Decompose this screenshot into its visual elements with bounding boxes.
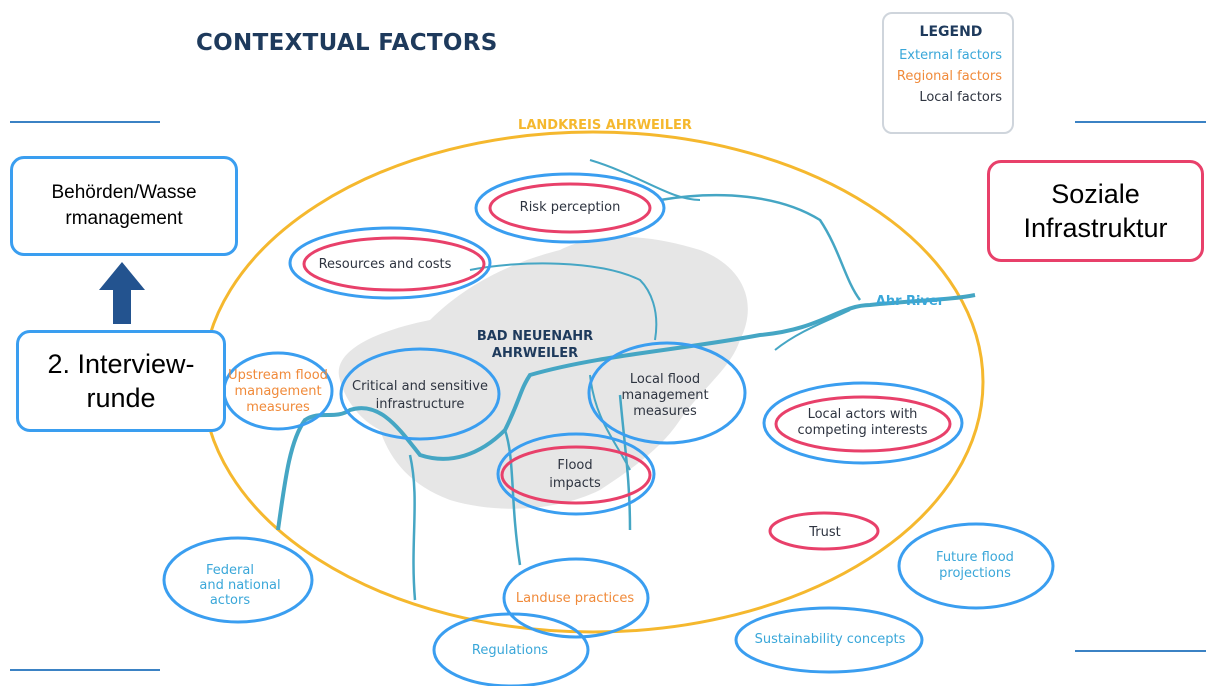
highlight-flood-impacts: [496, 432, 656, 516]
red-flood-impacts: [500, 445, 652, 505]
factor-flood-impacts-line1: Flood: [557, 458, 593, 473]
tributary-5: [469, 262, 658, 341]
factor-sustainability: Sustainability concepts: [754, 632, 906, 647]
district-label: LANDKREIS AHRWEILER: [518, 118, 692, 133]
factor-local-actors-line1: Local actors with: [807, 407, 918, 422]
legend-title: LEGEND: [919, 24, 983, 40]
annotation-behoerden: Behörden/Wasse rmanagement: [10, 156, 238, 256]
factor-future-line1: Future flood: [936, 550, 1014, 565]
factor-upstream-line3: measures: [246, 400, 310, 415]
diagram-title: CONTEXTUAL FACTORS: [196, 30, 498, 56]
red-resources-costs: [302, 236, 486, 292]
tributary-1: [503, 429, 522, 566]
factor-critical-line1: Critical and sensitive: [352, 379, 488, 394]
annotation-soziale: Soziale Infrastruktur: [987, 160, 1204, 262]
legend-local: Local factors: [919, 90, 1002, 105]
factor-flood-impacts-line2: impacts: [549, 476, 601, 491]
highlight-local-actors: [762, 381, 964, 465]
factor-trust: Trust: [809, 525, 841, 540]
annotation-interview-line1: 2. Interview-: [47, 349, 195, 379]
factor-local-flood-line3: measures: [633, 404, 697, 419]
tributary-8: [774, 309, 851, 351]
red-local-actors: [774, 395, 952, 453]
highlight-landuse: [502, 557, 650, 639]
legend-external: External factors: [899, 48, 1002, 63]
highlight-local-flood-measures: [587, 341, 747, 445]
annotation-soziale-line2: Infrastruktur: [1023, 213, 1168, 243]
river-label: Ahr River: [875, 294, 945, 309]
factor-local-actors-line2: competing interests: [797, 423, 928, 438]
annotation-behoerden-line1: Behörden/Wasse: [51, 182, 197, 203]
highlight-resources-costs: [288, 226, 492, 300]
arrow-shaft: [113, 288, 131, 324]
tributary-4: [589, 374, 631, 471]
legend: LEGEND External factors Regional factors…: [882, 12, 1014, 134]
factor-critical-line2: infrastructure: [375, 397, 465, 412]
factor-local-flood-line1: Local flood: [629, 372, 701, 387]
factor-federal-line3: actors: [209, 593, 251, 608]
factor-federal-line1: Federal: [206, 563, 254, 578]
city-label-line1: BAD NEUENAHR: [476, 329, 594, 344]
highlight-future-projections: [897, 522, 1055, 610]
tributary-7: [589, 159, 701, 201]
factor-regulations: Regulations: [471, 643, 549, 658]
highlight-risk-perception: [474, 172, 666, 244]
highlight-critical-infrastructure: [339, 347, 501, 441]
tributary-6: [659, 193, 862, 301]
factor-landuse: Landuse practices: [515, 591, 635, 606]
legend-regional: Regional factors: [896, 69, 1002, 84]
arrow-head: [99, 262, 145, 290]
factor-federal-line2: and national: [199, 578, 281, 593]
tributary-2: [408, 454, 417, 601]
factor-future-line2: projections: [939, 566, 1011, 581]
red-trust: [768, 511, 880, 551]
factor-upstream-line2: management: [234, 384, 322, 399]
red-risk-perception: [488, 182, 652, 234]
highlight-regulations: [432, 612, 590, 686]
highlight-sustainability: [734, 606, 924, 674]
factor-risk-perception: Risk perception: [519, 200, 621, 215]
city-label-line2: AHRWEILER: [491, 346, 579, 361]
annotation-soziale-line1: Soziale: [1051, 179, 1140, 209]
highlight-federal-actors: [162, 536, 314, 624]
annotation-interview: 2. Interview- runde: [16, 330, 226, 432]
factor-resources-costs: Resources and costs: [318, 257, 452, 272]
factor-local-flood-line2: management: [621, 388, 709, 403]
factor-upstream-line1: Upstream flood: [228, 368, 328, 383]
annotation-behoerden-line2: rmanagement: [65, 208, 183, 229]
annotation-interview-line2: runde: [86, 383, 156, 413]
